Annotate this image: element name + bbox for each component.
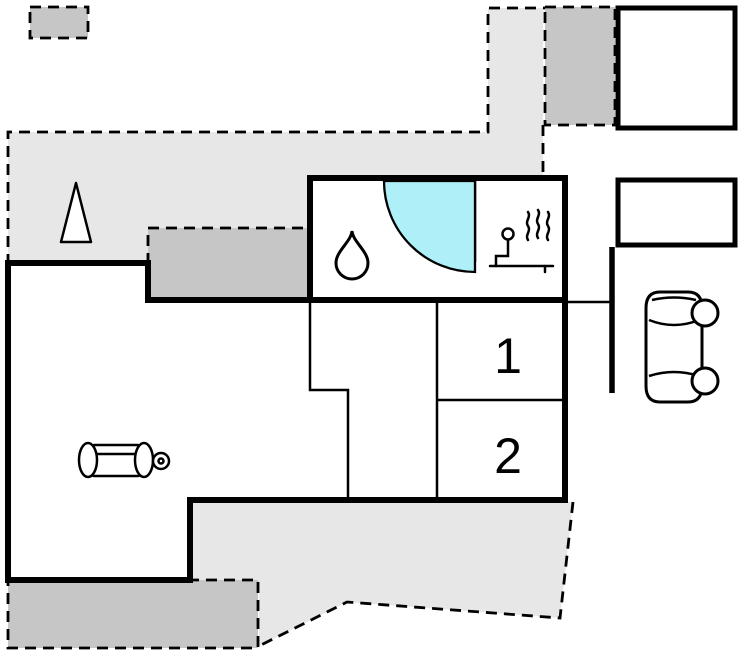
sauna-steam-wave [535, 208, 541, 240]
bedroom2-label: 2 [494, 428, 522, 484]
garage-building [615, 5, 738, 131]
sauna-steam-wave [525, 210, 531, 242]
side-table-center [157, 457, 165, 465]
shower-area [382, 179, 477, 274]
water-drop-icon [334, 230, 370, 281]
living-room-walls [5, 260, 568, 583]
carport-shed [615, 177, 738, 248]
entry-porch [146, 226, 312, 302]
top-patio [543, 5, 617, 127]
sauna-icon [488, 208, 555, 274]
car-icon [644, 290, 720, 404]
sofa-armrest-right [133, 441, 155, 479]
hall-living-wall [308, 300, 350, 500]
upper-terrace-boundary [6, 6, 545, 265]
bottom-left-patio [6, 578, 260, 650]
sofa-armrest-left [77, 441, 99, 479]
tree-icon [59, 181, 93, 244]
porch-rear-wall [145, 260, 313, 303]
sofa-icon [77, 441, 171, 479]
lower-terrace-boundary [258, 501, 575, 648]
car-wheel-rear [690, 366, 720, 396]
sauna-person-body [494, 238, 510, 268]
lower-terrace-area [192, 502, 573, 646]
car-wheel-front [690, 298, 720, 328]
car-hood-line [651, 296, 697, 302]
upper-terrace-area [8, 8, 543, 265]
sauna-steam-wave [545, 210, 551, 242]
top-left-patio [28, 5, 90, 40]
bedroom1-label: 1 [494, 328, 522, 384]
